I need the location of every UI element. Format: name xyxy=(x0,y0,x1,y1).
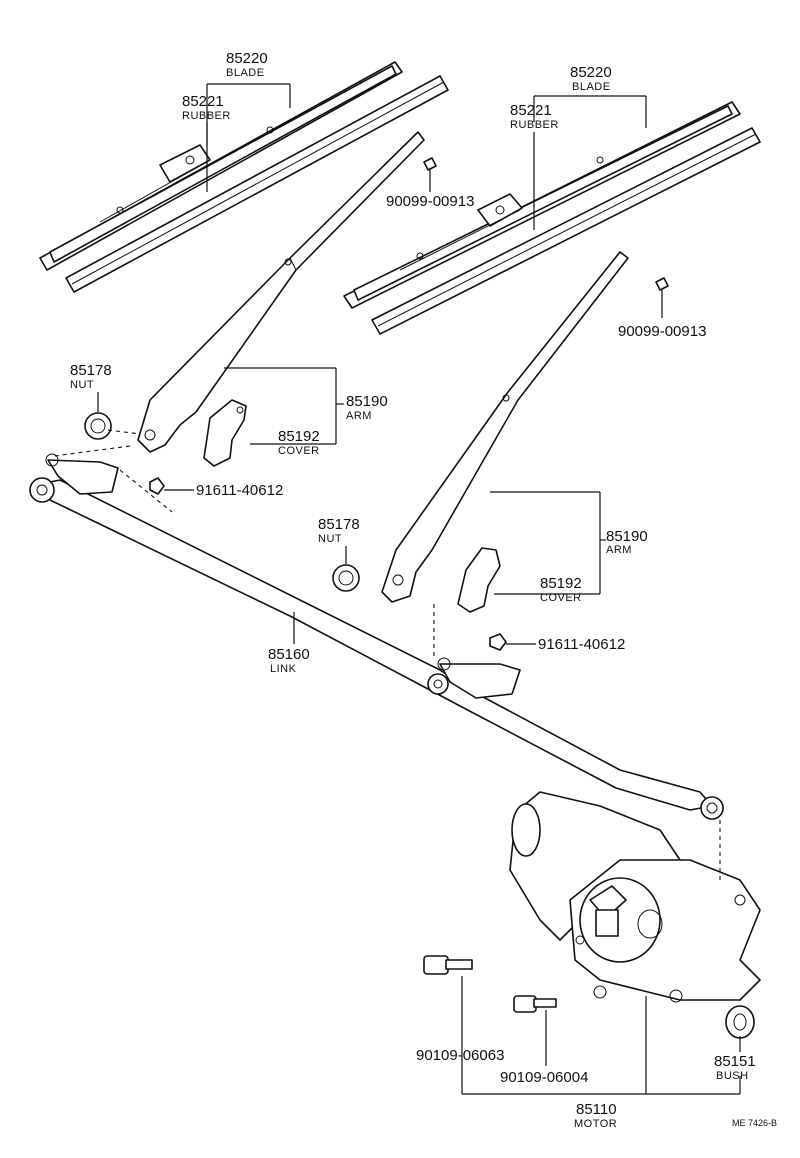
leader-lines xyxy=(53,83,741,1095)
bolt-right-number: 91611-40612 xyxy=(538,636,625,653)
bolt-motor-a-number: 90109-06063 xyxy=(416,1047,504,1064)
screw-right-number: 90099-00913 xyxy=(618,323,706,340)
right-screw xyxy=(655,277,669,291)
motor-bush xyxy=(725,1005,755,1039)
blade-left-number: 85220 xyxy=(226,50,268,67)
left-bolt xyxy=(149,477,165,495)
bush-number: 85151 xyxy=(714,1053,756,1070)
right-wiper-rubber xyxy=(371,127,761,335)
right-wiper-blade xyxy=(343,101,741,309)
cover-left-name: COVER xyxy=(278,445,320,457)
wiper-motor xyxy=(509,791,761,1003)
arm-right-name: ARM xyxy=(606,544,632,556)
labels: 85220 BLADE 85221 RUBBER 85220 BLADE 852… xyxy=(70,50,777,1130)
motor-bolt-a xyxy=(423,955,473,975)
rubber-right-name: RUBBER xyxy=(510,119,559,131)
cover-left-number: 85192 xyxy=(278,428,320,445)
blade-left-name: BLADE xyxy=(226,67,265,79)
motor-number: 85110 xyxy=(576,1101,617,1118)
right-wiper-arm xyxy=(381,251,629,603)
bolt-left-number: 91611-40612 xyxy=(196,482,283,499)
link-number: 85160 xyxy=(268,646,310,663)
blade-right-number: 85220 xyxy=(570,64,612,81)
diagram-reference: ME 7426-B xyxy=(732,1118,777,1128)
left-wiper-rubber xyxy=(65,75,449,293)
arm-left-name: ARM xyxy=(346,410,372,422)
cover-right-number: 85192 xyxy=(540,575,582,592)
left-wiper-arm xyxy=(137,131,425,453)
right-bolt xyxy=(489,633,507,651)
cover-right-name: COVER xyxy=(540,592,582,604)
bush-name: BUSH xyxy=(716,1070,749,1082)
right-wiper-cover xyxy=(457,547,501,613)
right-nut xyxy=(332,564,360,592)
rubber-right-number: 85221 xyxy=(510,102,552,119)
screw-left-number: 90099-00913 xyxy=(386,193,474,210)
left-wiper-cover xyxy=(203,399,247,467)
bolt-motor-b-number: 90109-06004 xyxy=(500,1069,588,1086)
left-screw xyxy=(423,157,437,171)
nut-left-name: NUT xyxy=(70,379,94,391)
arm-right-number: 85190 xyxy=(606,528,648,545)
left-nut xyxy=(84,412,112,440)
rubber-left-number: 85221 xyxy=(182,93,224,110)
wiper-link xyxy=(29,453,724,820)
left-wiper-blade xyxy=(39,61,403,271)
blade-right-name: BLADE xyxy=(572,81,611,93)
arm-left-number: 85190 xyxy=(346,393,388,410)
nut-right-number: 85178 xyxy=(318,516,360,533)
motor-bolt-b xyxy=(513,995,557,1013)
link-name: LINK xyxy=(270,663,297,675)
nut-left-number: 85178 xyxy=(70,362,112,379)
motor-name: MOTOR xyxy=(574,1118,617,1130)
nut-right-name: NUT xyxy=(318,533,342,545)
rubber-left-name: RUBBER xyxy=(182,110,231,122)
